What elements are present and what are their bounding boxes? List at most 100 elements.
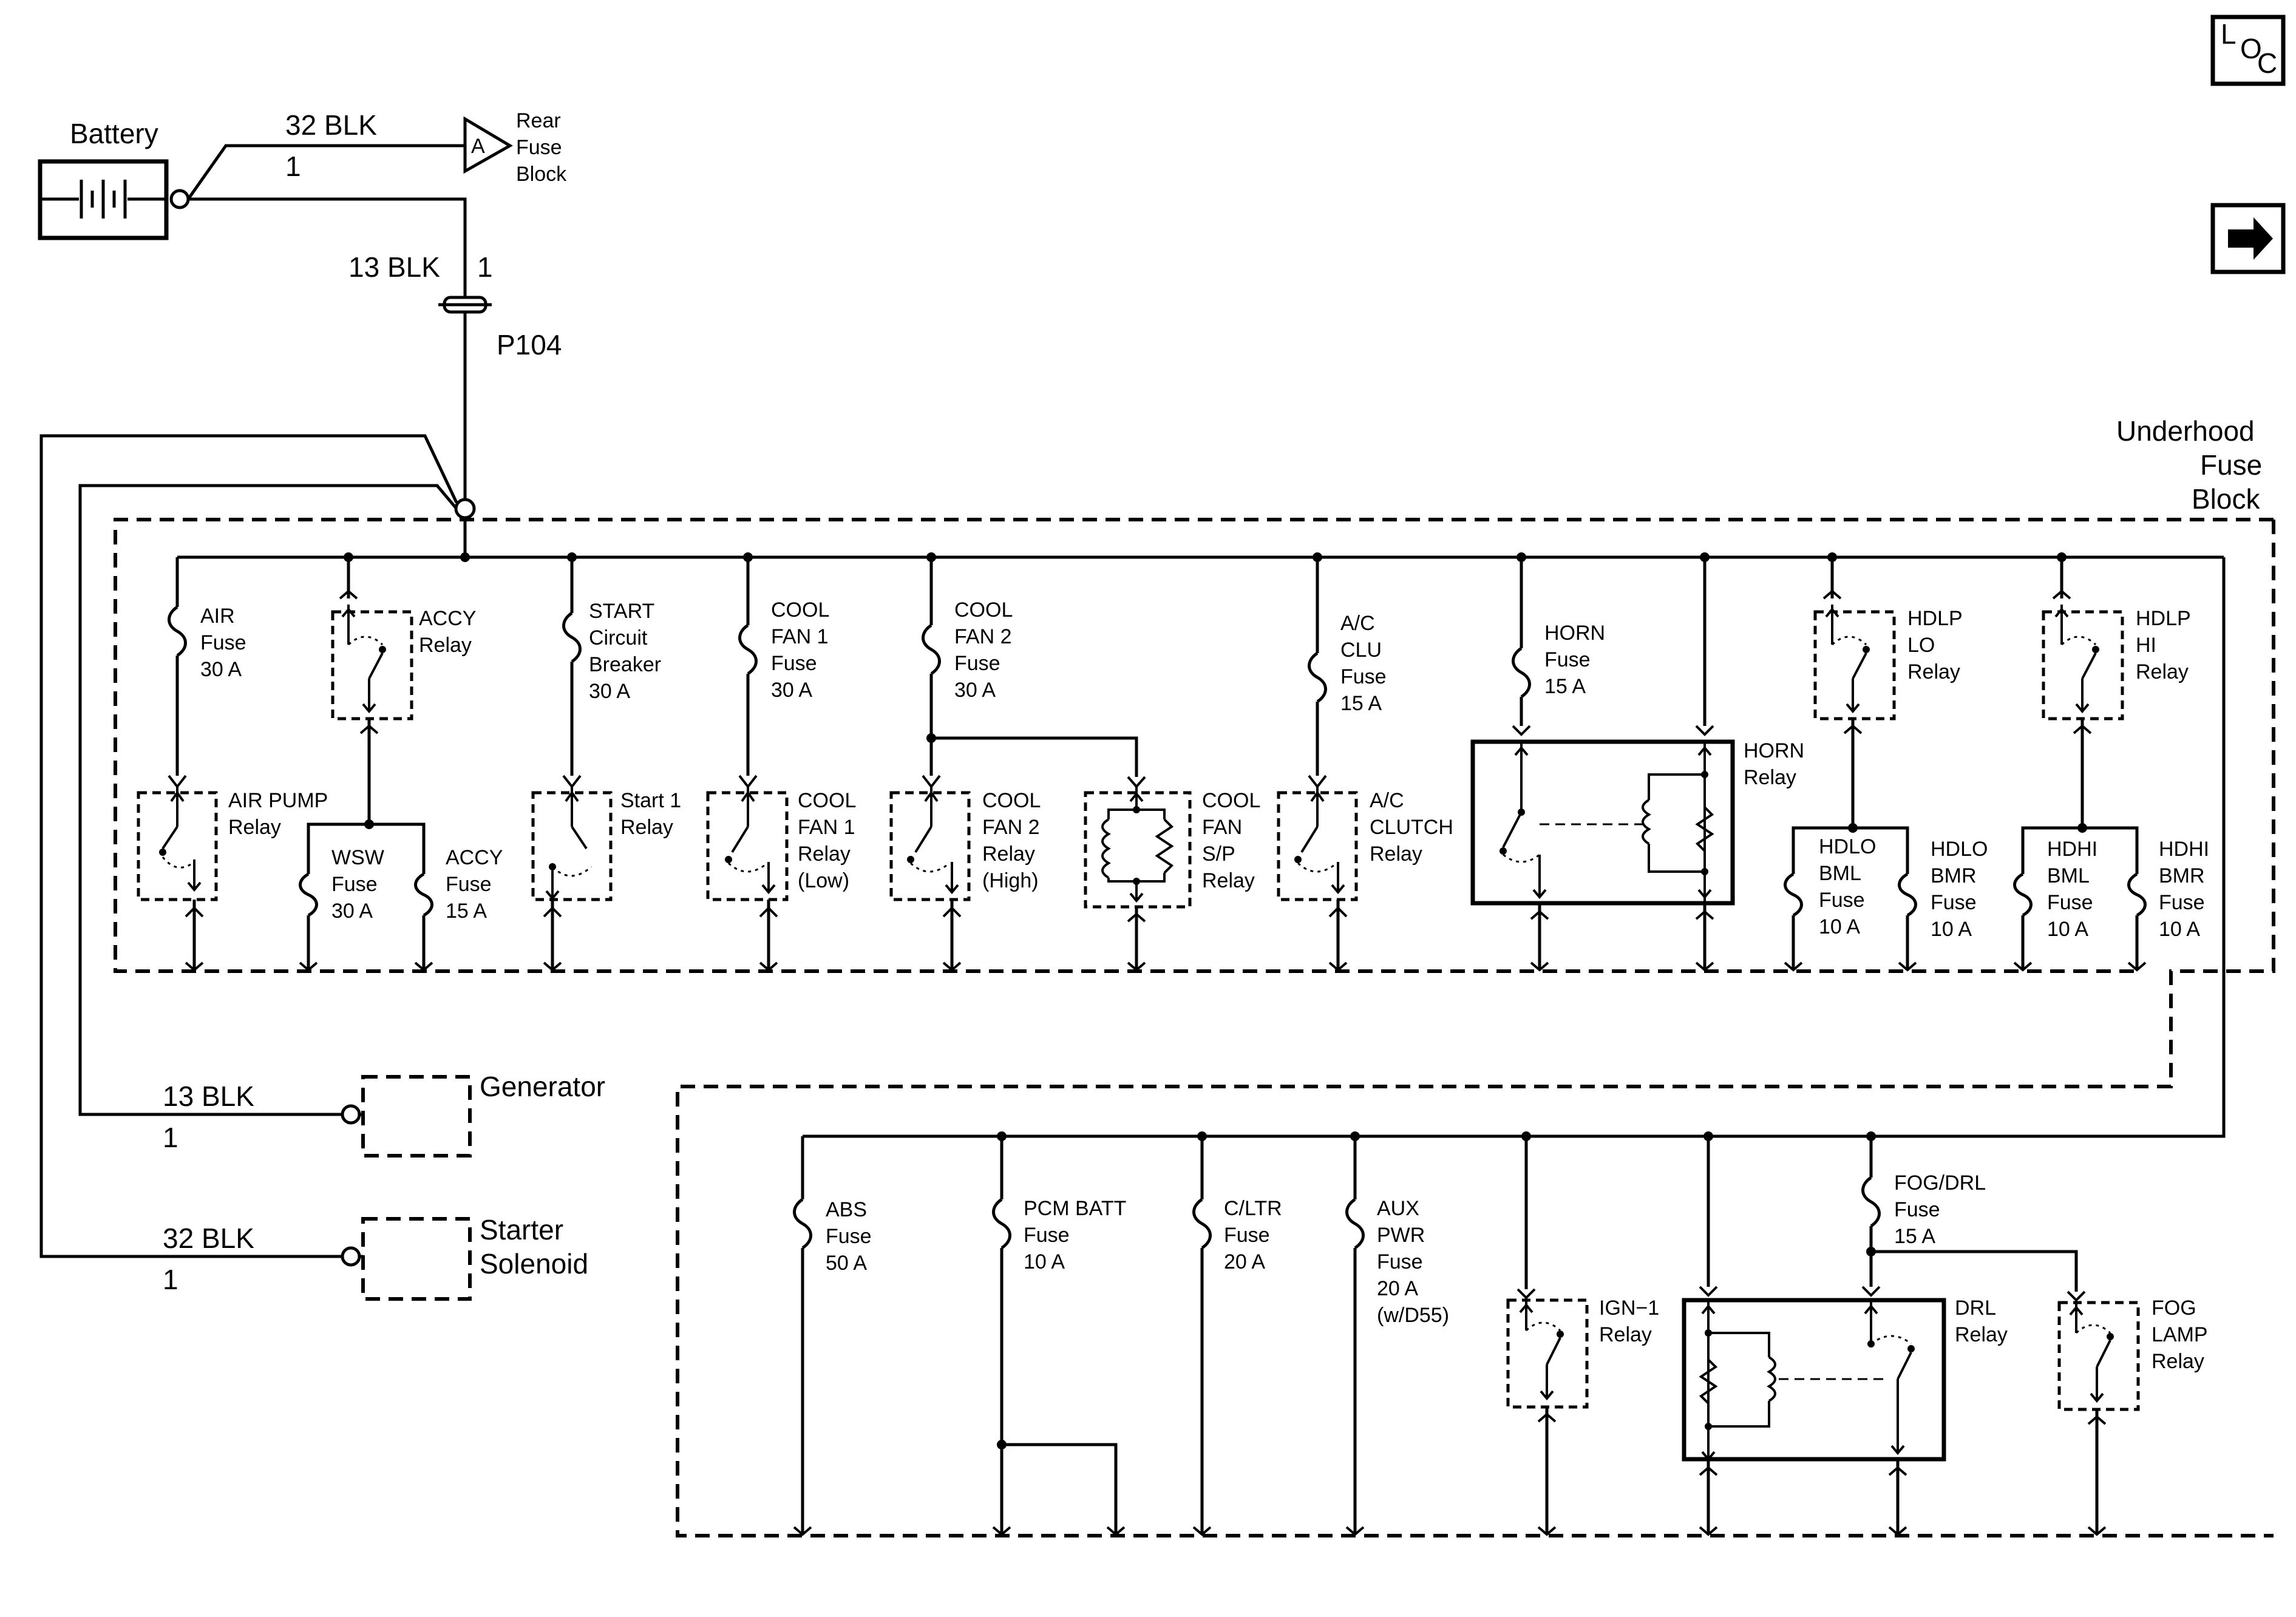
start-cb-text-1: Circuit	[589, 626, 648, 649]
battery-wire-gauge: 32 BLK	[285, 109, 377, 141]
next-page-button[interactable]	[2210, 203, 2286, 274]
cool-fan-sp-relay-text-1: FAN	[1202, 816, 1242, 839]
ac-clu-fuse-rating: 15 A	[1340, 692, 1382, 715]
drl-relay	[1682, 1298, 1946, 1462]
hdlo-bml-fuse-rating: 10 A	[1819, 915, 1860, 938]
ign1-relay	[1506, 1288, 1589, 1409]
hdlo-bml-fuse-text-1: BML	[1819, 862, 1861, 885]
underhood-label-1: Underhood	[2116, 415, 2255, 447]
fog-lamp-relay-text-1: LAMP	[2152, 1323, 2208, 1346]
ign1-relay-text: Relay	[1599, 1323, 1652, 1346]
hdlp-lo-relay	[1813, 589, 1896, 720]
hdhi-bml-fuse-text-1: BML	[2047, 864, 2090, 887]
air-pump-relay-text: Relay	[228, 816, 281, 839]
cool-fan2-relay-text-2: Relay	[982, 842, 1035, 866]
cool-fan1-relay	[706, 775, 789, 901]
c-ltr-fuse-label: C/LTR	[1224, 1197, 1282, 1220]
start1-relay-label: Start 1	[620, 789, 681, 812]
ac-clutch-relay-text-1: CLUTCH	[1370, 816, 1453, 839]
hdlp-hi-relay-label: HDLP	[2136, 607, 2191, 630]
c-ltr-fuse-text: Fuse	[1224, 1224, 1270, 1247]
aux-pwr-fuse-option: (w/D55)	[1377, 1304, 1449, 1327]
aux-pwr-fuse-rating: 20 A	[1377, 1277, 1418, 1300]
rear-fuse-block-label-1: Rear	[516, 109, 561, 132]
accy-relay-text: Relay	[419, 634, 472, 657]
hdlo-bml-fuse-label: HDLO	[1819, 835, 1876, 858]
horn-fuse-text: Fuse	[1544, 648, 1591, 671]
abs-fuse-rating: 50 A	[826, 1252, 867, 1275]
aux-pwr-fuse-text-1: PWR	[1377, 1224, 1425, 1247]
air-pump-relay	[137, 775, 218, 901]
starter-solenoid-component	[361, 1217, 472, 1301]
ac-clutch-relay-text-2: Relay	[1370, 842, 1422, 866]
cool-fan1-relay-text-3: (Low)	[798, 869, 849, 892]
wsw-fuse-text: Fuse	[331, 873, 378, 896]
horn-relay-text: Relay	[1744, 766, 1796, 789]
cool-fan1-fuse-text-2: Fuse	[771, 652, 817, 675]
loc-o: O	[2240, 33, 2262, 64]
pcm-batt-fuse-rating: 10 A	[1024, 1250, 1065, 1273]
rear-fuse-block-label-3: Block	[516, 163, 567, 186]
c-ltr-fuse-rating: 20 A	[1224, 1250, 1265, 1273]
wsw-fuse-label: WSW	[331, 846, 384, 869]
abs-fuse-text: Fuse	[826, 1225, 872, 1248]
cool-fan2-fuse-rating: 30 A	[954, 679, 996, 702]
fog-drl-fuse-text: Fuse	[1894, 1198, 1940, 1221]
cool-fan1-fuse-text-1: FAN 1	[771, 625, 828, 648]
hdlp-hi-relay	[2042, 589, 2124, 720]
ac-clutch-relay	[1277, 775, 1358, 901]
hdhi-bml-fuse-text-2: Fuse	[2047, 891, 2093, 914]
cool-fan1-relay-label: COOL	[798, 789, 856, 812]
hdhi-bmr-fuse-text-1: BMR	[2159, 864, 2205, 887]
cool-fan2-fuse-text-2: Fuse	[954, 652, 1000, 675]
accy-fuse-label: ACCY	[446, 846, 503, 869]
horn-fuse-rating: 15 A	[1544, 675, 1586, 698]
hdhi-bmr-fuse-text-2: Fuse	[2159, 891, 2205, 914]
abs-fuse-label: ABS	[826, 1198, 867, 1221]
fog-drl-fuse-label: FOG/DRL	[1894, 1171, 1986, 1195]
connector-a: A	[471, 135, 485, 158]
rear-fuse-block-label-2: Fuse	[516, 136, 562, 159]
cool-fan-sp-relay-label: COOL	[1202, 789, 1260, 812]
pcm-batt-fuse-label: PCM BATT	[1024, 1197, 1126, 1220]
underhood-label-3: Block	[2192, 483, 2260, 515]
cool-fan2-fuse-text-1: FAN 2	[954, 625, 1011, 648]
ac-clu-fuse-text-1: CLU	[1340, 639, 1382, 662]
hdhi-bmr-fuse-label: HDHI	[2159, 838, 2209, 861]
arrow-right-icon	[2228, 217, 2273, 260]
fog-lamp-relay	[2057, 1290, 2140, 1411]
ac-clu-fuse-label: A/C	[1340, 612, 1375, 635]
drl-relay-label: DRL	[1955, 1297, 1996, 1320]
feed-wire-circuit: 1	[477, 251, 493, 283]
rear-fuse-block-connector: A	[463, 116, 513, 174]
underhood-block-upper-outline	[676, 520, 2275, 1537]
start1-relay-text: Relay	[620, 816, 673, 839]
starter-label-1: Starter	[480, 1214, 563, 1246]
hdlp-lo-relay-text-1: LO	[1907, 634, 1935, 657]
start-cb-text-2: Breaker	[589, 653, 661, 676]
accy-fuse-text: Fuse	[446, 873, 492, 896]
air-fuse-text: Fuse	[200, 631, 246, 654]
cool-fan2-relay-label: COOL	[982, 789, 1041, 812]
hdlo-bmr-fuse-text-1: BMR	[1931, 864, 1977, 887]
hdhi-bml-fuse-rating: 10 A	[2047, 918, 2088, 941]
feed-wire-gauge: 13 BLK	[348, 251, 440, 283]
start-cb-rating: 30 A	[589, 680, 630, 703]
hdlp-lo-relay-text-2: Relay	[1907, 660, 1960, 683]
air-fuse-rating: 30 A	[200, 658, 242, 681]
horn-fuse-label: HORN	[1544, 622, 1605, 645]
loc-c: C	[2257, 47, 2277, 79]
pcm-batt-fuse-text: Fuse	[1024, 1224, 1070, 1247]
cool-fan2-relay-text-1: FAN 2	[982, 816, 1039, 839]
battery-symbol	[38, 159, 169, 240]
battery-wire-circuit: 1	[285, 151, 301, 182]
cool-fan1-relay-text-1: FAN 1	[798, 816, 855, 839]
loc-l: L	[2221, 18, 2237, 50]
hdlo-bmr-fuse-rating: 10 A	[1931, 918, 1972, 941]
hdlo-bmr-fuse-text-2: Fuse	[1931, 891, 1977, 914]
splice-label: P104	[497, 329, 562, 361]
start1-relay	[531, 775, 613, 901]
splice-p104	[438, 296, 492, 314]
aux-pwr-fuse-text-2: Fuse	[1377, 1250, 1423, 1273]
loc-button[interactable]: L O C	[2210, 15, 2286, 86]
